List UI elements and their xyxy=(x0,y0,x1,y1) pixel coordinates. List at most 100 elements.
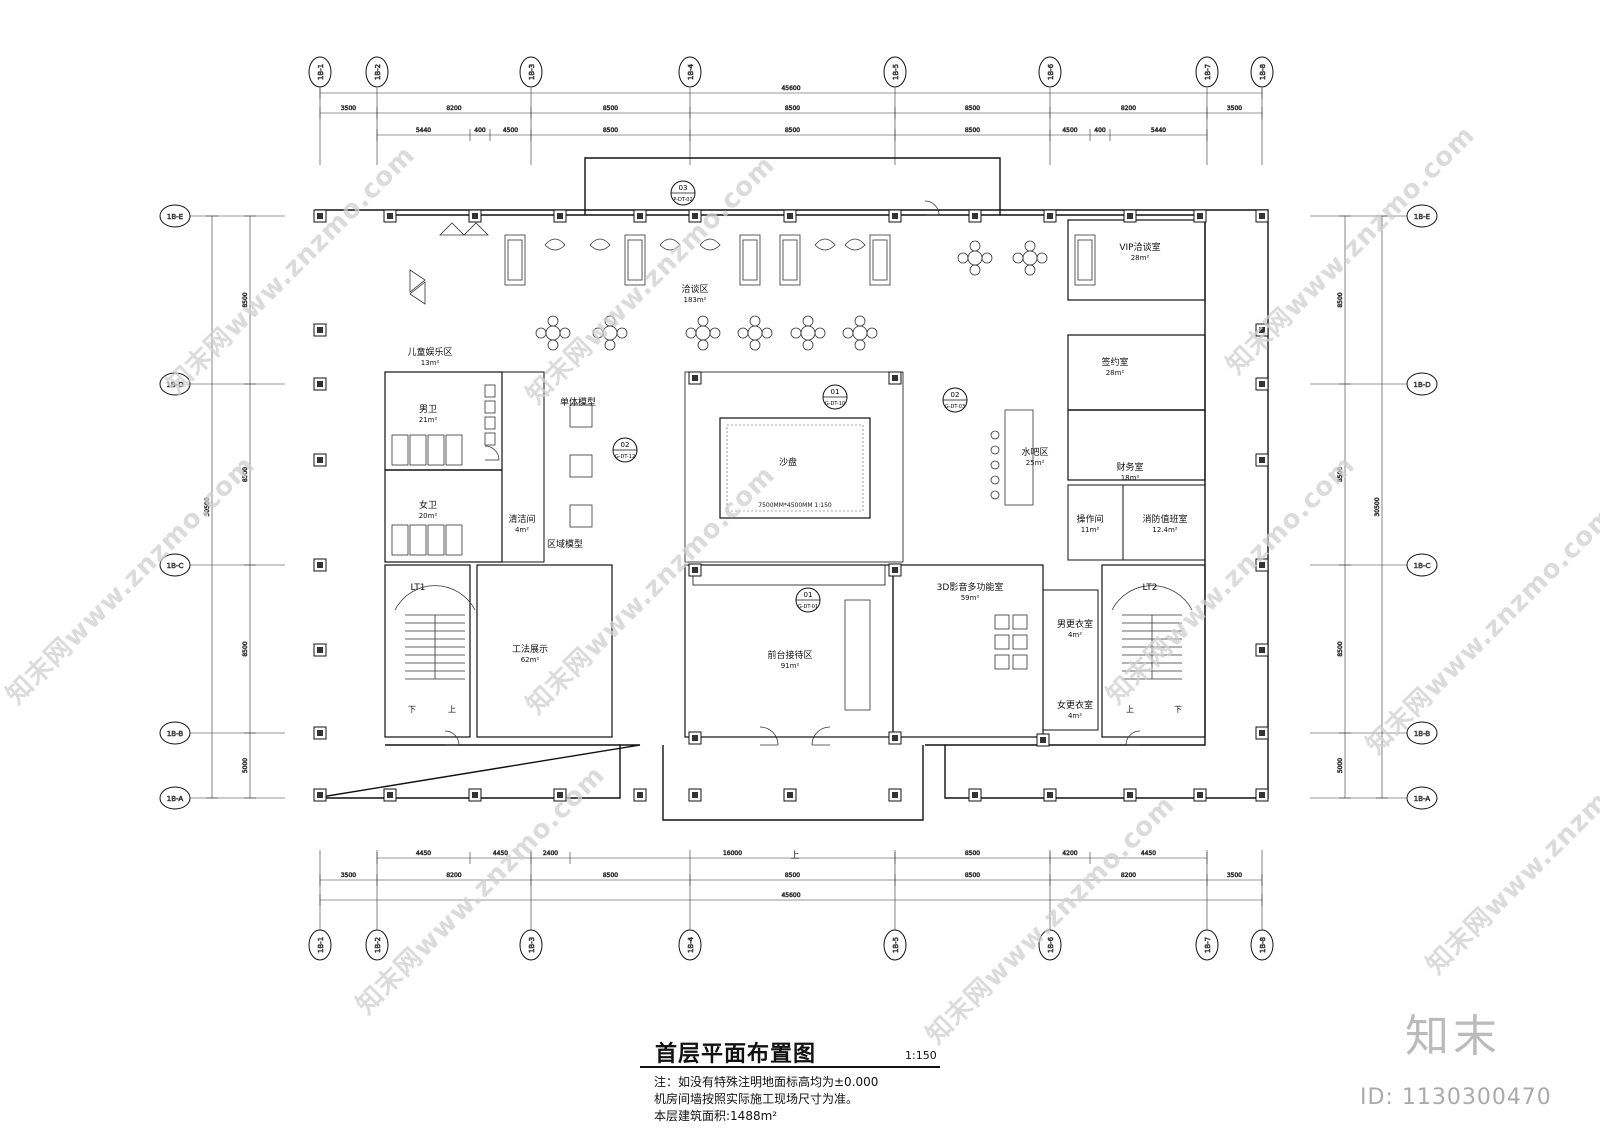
dim-label: 8500 xyxy=(242,641,249,656)
door-swing xyxy=(1125,730,1141,746)
room-name: 女更衣室 xyxy=(1057,699,1093,711)
axis-label-top: 1B-2 xyxy=(374,64,382,80)
stair-arc xyxy=(1111,585,1193,611)
sofa-booth xyxy=(504,234,526,286)
lounge-chair xyxy=(659,238,681,251)
column-core xyxy=(1197,792,1203,798)
callout-ref: P-DT-02 xyxy=(673,197,692,203)
room-name: 3D影音多功能室 xyxy=(937,581,1004,593)
stair-down-label: 下 xyxy=(1174,705,1182,714)
column-core xyxy=(1259,381,1265,387)
axis-bubble-top xyxy=(519,56,543,88)
av-seat xyxy=(994,614,1010,630)
model-plinth xyxy=(569,404,593,428)
toilet-stall xyxy=(409,434,427,466)
dim-label: 8200 xyxy=(1121,872,1136,879)
callout-number: 02 xyxy=(951,391,960,399)
toilet-stall xyxy=(391,434,409,466)
column-core xyxy=(972,792,978,798)
column-core xyxy=(1040,737,1046,743)
sofa-cushion xyxy=(507,239,523,281)
callout-number: 03 xyxy=(679,184,688,192)
chair xyxy=(969,264,981,276)
sofa-booth xyxy=(624,234,646,286)
dim-label: 8500 xyxy=(242,292,249,307)
room-name: 女卫 xyxy=(419,499,437,511)
canopy-line xyxy=(584,157,1001,215)
room-name: 区域模型 xyxy=(547,538,583,550)
dim-label: 3500 xyxy=(341,105,356,112)
column-core xyxy=(892,567,898,573)
column-core xyxy=(1259,562,1265,568)
room-area: 21m² xyxy=(419,416,438,424)
axis-label-right: 1B-C xyxy=(1414,562,1431,570)
dim-label: 3500 xyxy=(1227,872,1242,879)
room-area: 4m² xyxy=(515,526,529,534)
dim-label: 30500 xyxy=(1374,497,1381,516)
room-name: 水吧区 xyxy=(1021,446,1048,458)
toilet-stall xyxy=(427,434,445,466)
chair xyxy=(685,327,697,339)
column-core xyxy=(892,213,898,219)
stair-up-label: 上 xyxy=(448,705,456,714)
chair xyxy=(1012,252,1024,264)
bar-stool xyxy=(990,490,1000,500)
dim-label: 8500 xyxy=(242,467,249,482)
toilet-stall xyxy=(391,524,409,556)
lounge-chair xyxy=(699,238,721,251)
kids-seat xyxy=(439,222,489,236)
door-swing xyxy=(924,200,940,216)
round-table xyxy=(747,325,763,341)
dim-label: 400 xyxy=(474,127,486,134)
axis-label-top: 1B-8 xyxy=(1259,64,1267,80)
detail-callout: 02G-DT-03 xyxy=(942,387,968,413)
callout-ref: G-DT-10 xyxy=(825,401,845,407)
column-core xyxy=(317,327,323,333)
stair-lt1 xyxy=(384,564,471,738)
detail-callout: 02G-DT-12 xyxy=(612,437,638,463)
door xyxy=(759,726,779,746)
dim-label: 8500 xyxy=(785,127,800,134)
bar-stool xyxy=(990,445,1000,455)
column-core xyxy=(637,792,643,798)
axis-label-top: 1B-5 xyxy=(892,64,900,80)
bar-counter xyxy=(1004,409,1034,506)
table-set xyxy=(957,240,993,276)
dim-label: 8500 xyxy=(603,127,618,134)
stair-down-label: 下 xyxy=(408,705,416,714)
room-name: 男更衣室 xyxy=(1057,618,1093,630)
fire-duty-room xyxy=(1122,484,1206,561)
chair xyxy=(761,327,773,339)
sandtable-inner xyxy=(726,424,864,512)
chair xyxy=(535,327,547,339)
sofa-booth xyxy=(779,234,801,286)
dim-label: 30500 xyxy=(204,497,211,516)
axis-label-bottom: 1B-5 xyxy=(892,937,900,953)
door xyxy=(924,200,940,216)
table-set xyxy=(842,315,878,351)
toilet-stall xyxy=(427,524,445,556)
room-area: 59m² xyxy=(961,594,980,602)
door-swing xyxy=(444,730,460,746)
chair xyxy=(559,327,571,339)
stair-arc xyxy=(394,585,476,611)
column-core xyxy=(317,647,323,653)
model-plinth xyxy=(569,454,593,478)
room-name: 工法展示 xyxy=(512,643,548,655)
signing-finance-rooms xyxy=(1067,334,1206,481)
chair xyxy=(802,315,814,327)
lounge-chair xyxy=(589,238,611,251)
chair xyxy=(616,327,628,339)
door xyxy=(444,730,460,746)
bar-stool xyxy=(990,475,1000,485)
round-table xyxy=(852,325,868,341)
chair xyxy=(981,252,993,264)
note-line-2: 机房间墙按照实际施工现场尺寸为准。 xyxy=(654,1092,859,1106)
column-core xyxy=(1259,730,1265,736)
chair xyxy=(866,327,878,339)
planter-strip xyxy=(692,564,886,586)
toilet-stall xyxy=(445,434,463,466)
detail-callouts: 03P-DT-0201G-DT-1002G-DT-1202G-DT-0301G-… xyxy=(612,180,968,613)
axis-bubble-top xyxy=(1195,56,1219,88)
